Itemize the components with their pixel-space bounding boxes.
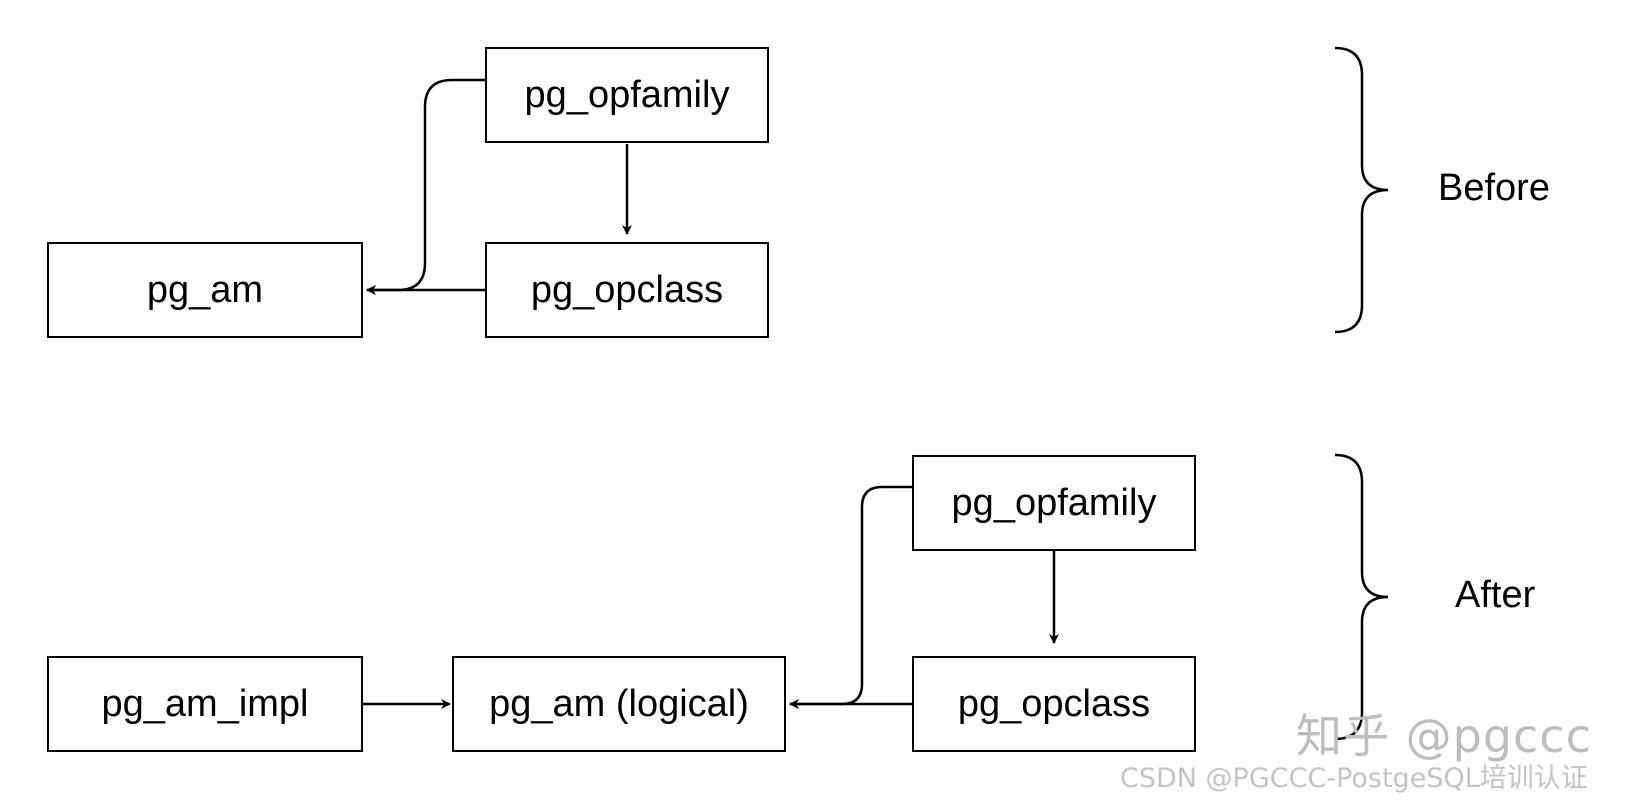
brace-before — [1334, 46, 1389, 334]
node-before-opfamily: pg_opfamily — [485, 47, 769, 143]
edge-before-opfamily-am — [366, 78, 485, 295]
node-after-am-impl: pg_am_impl — [47, 656, 363, 752]
label-after: After — [1455, 574, 1536, 616]
node-after-am-logical: pg_am (logical) — [452, 656, 786, 752]
watermark-secondary: CSDN @PGCCC-PostgeSQL培训认证 — [1120, 763, 1588, 794]
node-after-opclass: pg_opclass — [912, 656, 1196, 752]
brace-after — [1334, 453, 1389, 741]
watermark-primary: 知乎 @pgccc — [1296, 709, 1592, 763]
node-before-opclass: pg_opclass — [485, 242, 769, 338]
node-after-opfamily: pg_opfamily — [912, 455, 1196, 551]
edge-after-opfamily-am-logical — [789, 485, 912, 709]
node-before-am: pg_am — [47, 242, 363, 338]
label-before: Before — [1438, 167, 1550, 209]
